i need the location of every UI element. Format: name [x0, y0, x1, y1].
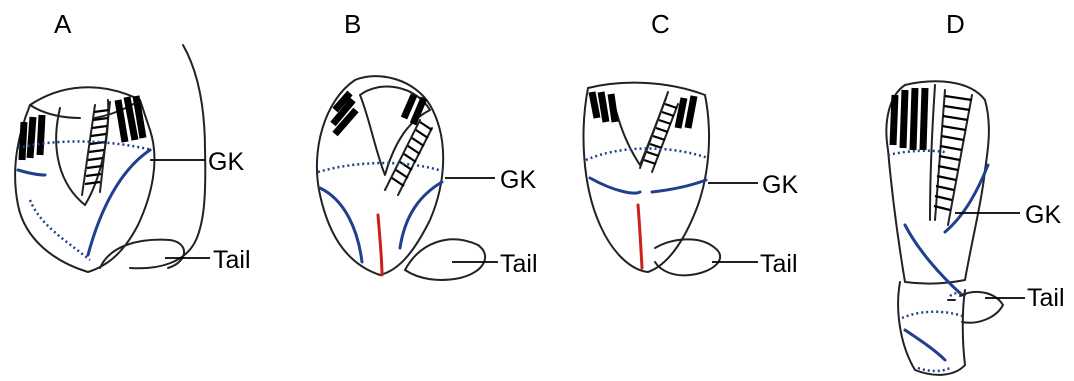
panel-c-blue-band	[590, 178, 706, 193]
panel-d-gk-label: GK	[1025, 201, 1061, 229]
panel-c-tail-label: Tail	[760, 250, 798, 278]
panel-d-blue-lower	[905, 330, 945, 360]
panel-b-ladder	[385, 120, 432, 195]
panel-d-dotted-band-upper	[888, 151, 945, 155]
panel-c: C	[584, 9, 799, 278]
panel-d-tail	[960, 292, 1003, 323]
panel-b-tail	[405, 239, 485, 280]
panel-a-letter: A	[54, 9, 72, 39]
panel-b-letter: B	[344, 9, 361, 39]
panel-c-comb-right	[678, 96, 694, 128]
panel-b-gk-label: GK	[500, 166, 536, 194]
panel-d-cleft	[930, 85, 935, 220]
panel-c-tail	[655, 239, 720, 275]
panel-d-tail-label: Tail	[1027, 284, 1065, 312]
panel-d-body-lower	[898, 282, 965, 375]
panel-b: B	[317, 9, 538, 280]
panel-b-blue-left	[320, 188, 362, 262]
panel-a-dotted-side	[30, 200, 90, 260]
panel-c-gk-label: GK	[762, 171, 798, 199]
panel-b-tail-label: Tail	[500, 250, 538, 278]
panel-c-ladder	[640, 98, 678, 172]
panel-c-red-line	[638, 205, 642, 268]
panel-a-comb-right	[118, 96, 143, 142]
panel-a-blue-left	[18, 170, 45, 175]
panel-b-comb-right	[404, 95, 424, 124]
panel-a-tail	[100, 240, 184, 268]
panel-c-comb-left	[592, 92, 615, 122]
panel-d-letter: D	[946, 9, 965, 39]
panel-a: A	[15, 9, 250, 274]
panel-a-tail-label: Tail	[213, 246, 251, 274]
panel-c-letter: C	[651, 9, 670, 39]
panel-d-dotted-bottom	[918, 368, 950, 371]
panel-d: D	[886, 9, 1064, 375]
panel-b-red-line	[378, 215, 382, 275]
panel-a-gk-label: GK	[208, 148, 244, 176]
panel-d-comb-left	[893, 88, 925, 150]
panel-d-dotted-band-lower	[902, 312, 962, 318]
